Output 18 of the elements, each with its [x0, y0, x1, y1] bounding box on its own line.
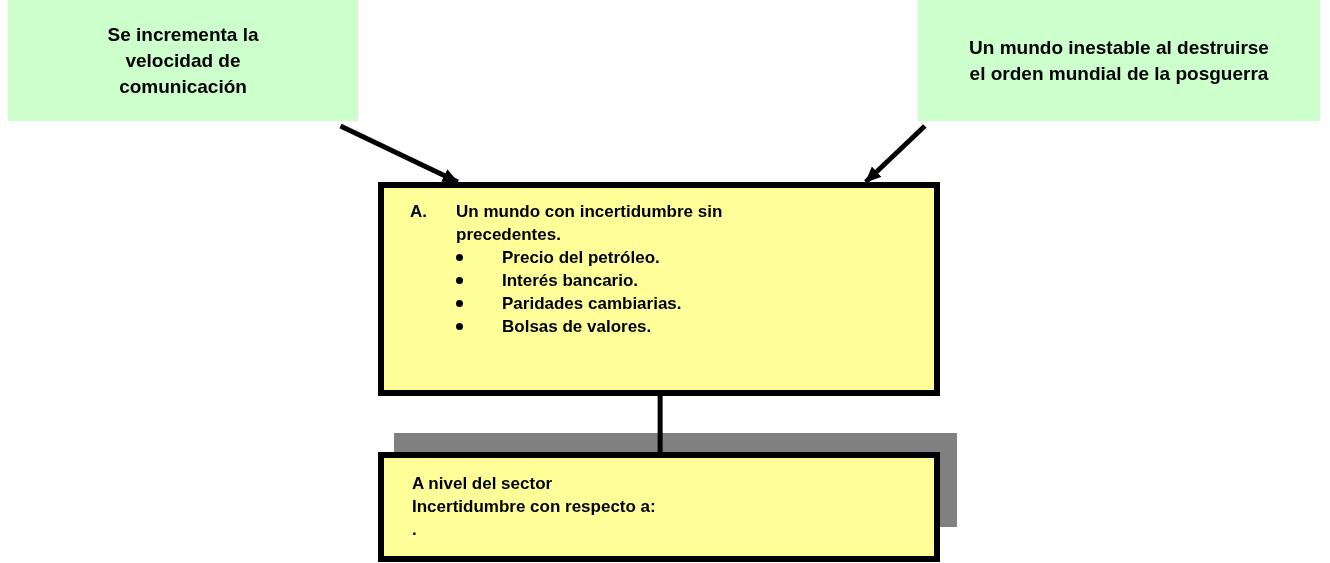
list-marker: A. [410, 201, 428, 223]
box-text: Incertidumbre con respecto a: [412, 496, 657, 518]
note-box [918, 0, 1320, 121]
box-text: . [412, 519, 418, 541]
note-box [8, 0, 358, 121]
bullet-text: Interés bancario. [502, 270, 639, 292]
bullet-text: Paridades cambiarias. [502, 293, 682, 315]
arrow [864, 124, 927, 184]
text-box [378, 182, 940, 396]
arrow [339, 123, 459, 185]
note-text: Se incrementa la velocidad de comunicación [106, 22, 260, 99]
bullet-text: Precio del petróleo. [502, 247, 660, 269]
heading-text: Un mundo con incertidumbre sin precedentes. [456, 201, 724, 246]
box-text: A nivel del sector [412, 473, 554, 495]
text-box [378, 452, 940, 562]
connector-line [657, 396, 663, 452]
bullet-text: Bolsas de valores. [502, 316, 652, 338]
note-text: Un mundo inestable al destruirse el orden mundial de la posguerra [969, 35, 1269, 86]
